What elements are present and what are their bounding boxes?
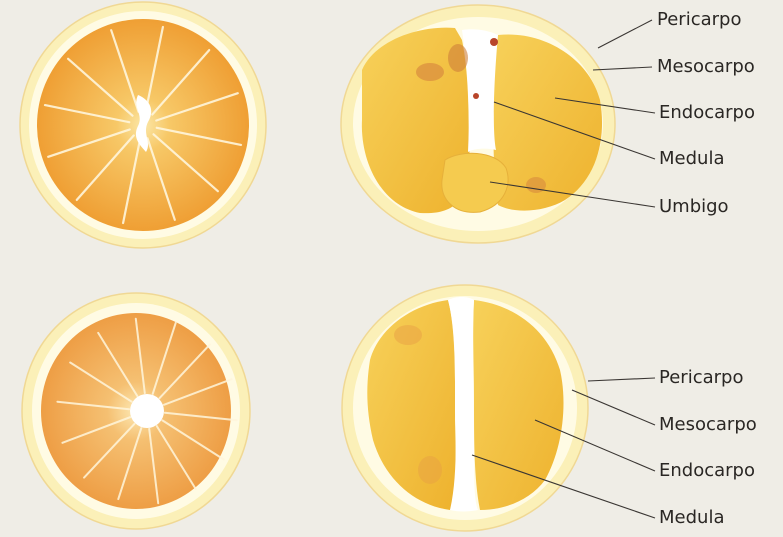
leader-line-pericarpo-bottom	[588, 378, 655, 381]
label-endocarpo-top: Endocarpo	[659, 102, 755, 124]
leader-line-mesocarpo-top	[593, 67, 652, 70]
label-endocarpo-bottom: Endocarpo	[659, 460, 755, 482]
label-mesocarpo-top: Mesocarpo	[657, 56, 755, 78]
orange-transverse-section-top	[20, 2, 266, 248]
orange-longitudinal-section-bottom	[342, 285, 588, 531]
label-umbigo-top: Umbigo	[659, 196, 729, 218]
label-pericarpo-top: Pericarpo	[657, 9, 741, 31]
label-pericarpo-bottom: Pericarpo	[659, 367, 743, 389]
label-medula-bottom: Medula	[659, 507, 724, 529]
orange-transverse-section-bottom	[22, 293, 250, 529]
label-medula-top: Medula	[659, 148, 724, 170]
label-mesocarpo-bottom: Mesocarpo	[659, 414, 757, 436]
orange-longitudinal-section-top	[341, 5, 615, 243]
leader-line-pericarpo-top	[598, 20, 652, 48]
